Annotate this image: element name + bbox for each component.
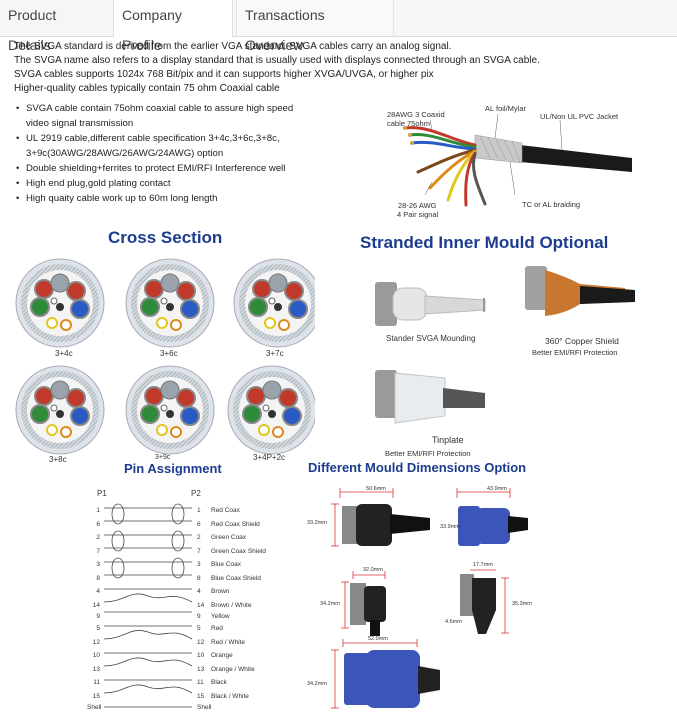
pin-a: 12 — [92, 638, 100, 646]
pin-a: 11 — [93, 679, 100, 686]
dim-3-height: 34.2mm — [320, 601, 340, 607]
pin-a: 2 — [96, 534, 100, 541]
heading-cross-section: Cross Section — [108, 228, 223, 247]
tab-bar: Product Details Company Profile Transact… — [0, 0, 677, 53]
pin-a: 15 — [92, 692, 100, 700]
feature-item: High end plug,gold plating contact — [16, 176, 336, 191]
cross-label: 3+4P+2c — [253, 453, 286, 462]
feature-list: SVGA cable contain 75ohm coaxial cable t… — [16, 101, 336, 206]
heading-stranded: Stranded Inner Mould Optional — [360, 233, 609, 252]
label-pair: 28-26 AWG — [398, 201, 437, 210]
dim-5-width: 52.0mm — [368, 636, 388, 642]
pin-a: 10 — [92, 652, 100, 659]
dim-4-side: 4.6mm — [445, 619, 462, 625]
cross-label: 3+8c — [49, 455, 67, 464]
cross-label: 3+7c — [266, 349, 284, 358]
dim-4-height: 35.3mm — [512, 601, 532, 607]
label-jacket: UL/Non UL PVC Jacket — [540, 112, 619, 121]
label-coax: 28AWG 3 Coaxid — [387, 110, 445, 119]
tab-transactions-overview[interactable]: Transactions Overview — [236, 0, 394, 53]
caption-stander: Stander SVGA Mounding — [386, 334, 476, 343]
dim-1-width: 50.6mm — [366, 486, 386, 492]
cable-structure-illustration — [403, 113, 632, 207]
pin-a: 8 — [96, 574, 100, 582]
pin-wiring-diagram — [103, 503, 193, 708]
caption-tinplate-2: Better EMI/RFI Protection — [385, 449, 471, 458]
dim-2-height: 33.9mm — [440, 524, 460, 530]
pin-a: 4 — [96, 588, 100, 595]
pin-p2: P2 — [191, 489, 201, 498]
dim-2-width: 43.9mm — [487, 486, 507, 492]
label-foil: AL foil/Mylar — [485, 104, 526, 113]
stranded-mould-photos — [375, 266, 635, 424]
intro-line: SVGA cables supports 1024x 768 Bit/pix a… — [14, 69, 434, 80]
pin-column-p1: 1 6 2 7 3 8 4 14 9 5 12 10 13 11 15 — [88, 504, 100, 703]
label-braid: TC or AL braiding — [522, 200, 581, 209]
cross-label: 3+6c — [160, 349, 178, 358]
feature-item: High quaity cable work up to 60m long le… — [16, 191, 336, 206]
feature-item: Double shielding+ferrites to protect EMI… — [16, 161, 336, 176]
pin-a: 9 — [96, 613, 100, 620]
caption-copper: 360° Copper Shield — [545, 336, 619, 346]
pin-shell-b: Shell — [197, 704, 212, 711]
cross-label: 3+4c — [55, 349, 73, 358]
pin-a: 14 — [92, 601, 100, 609]
intro-line: The SVGA name also refers to a display s… — [14, 55, 540, 66]
pin-a: 5 — [96, 625, 100, 632]
dim-1-height: 33.2mm — [307, 520, 327, 526]
dim-4-width: 17.7mm — [473, 562, 493, 568]
intro-text: The SVGA standard is derived from the ea… — [14, 40, 540, 96]
pin-shell-a: Shell — [87, 704, 102, 711]
caption-tinplate: Tinplate — [432, 435, 464, 445]
pin-p1: P1 — [97, 489, 107, 498]
mould-dimension-diagrams — [331, 488, 528, 709]
feature-item: UL 2919 cable,different cable specificat… — [16, 131, 316, 161]
pin-a: 3 — [96, 561, 100, 568]
intro-line: The SVGA standard is derived from the ea… — [14, 41, 452, 52]
pin-a: 1 — [96, 507, 100, 514]
dim-3-width: 32.0mm — [363, 567, 383, 573]
label-pair-2: 4 Pair signal — [397, 210, 439, 219]
cross-label: 3+9c — [155, 454, 171, 461]
label-coax-2: cable 75ohm — [387, 119, 430, 128]
intro-line: Higher-quality cables typically contain … — [14, 83, 280, 94]
caption-copper-2: Better EMI/RFI Protection — [532, 348, 618, 357]
pin-a: 13 — [92, 665, 100, 673]
feature-item: SVGA cable contain 75ohm coaxial cable t… — [16, 101, 316, 131]
heading-pin-assignment: Pin Assignment — [124, 461, 222, 476]
pin-a: 6 — [96, 520, 100, 528]
tab-product-details[interactable]: Product Details — [8, 7, 57, 53]
tab-company-profile[interactable]: Company Profile — [113, 0, 233, 53]
pin-a: 7 — [96, 547, 100, 555]
heading-mould-dimensions: Different Mould Dimensions Option — [308, 460, 527, 475]
dim-5-height: 34.2mm — [307, 681, 327, 687]
